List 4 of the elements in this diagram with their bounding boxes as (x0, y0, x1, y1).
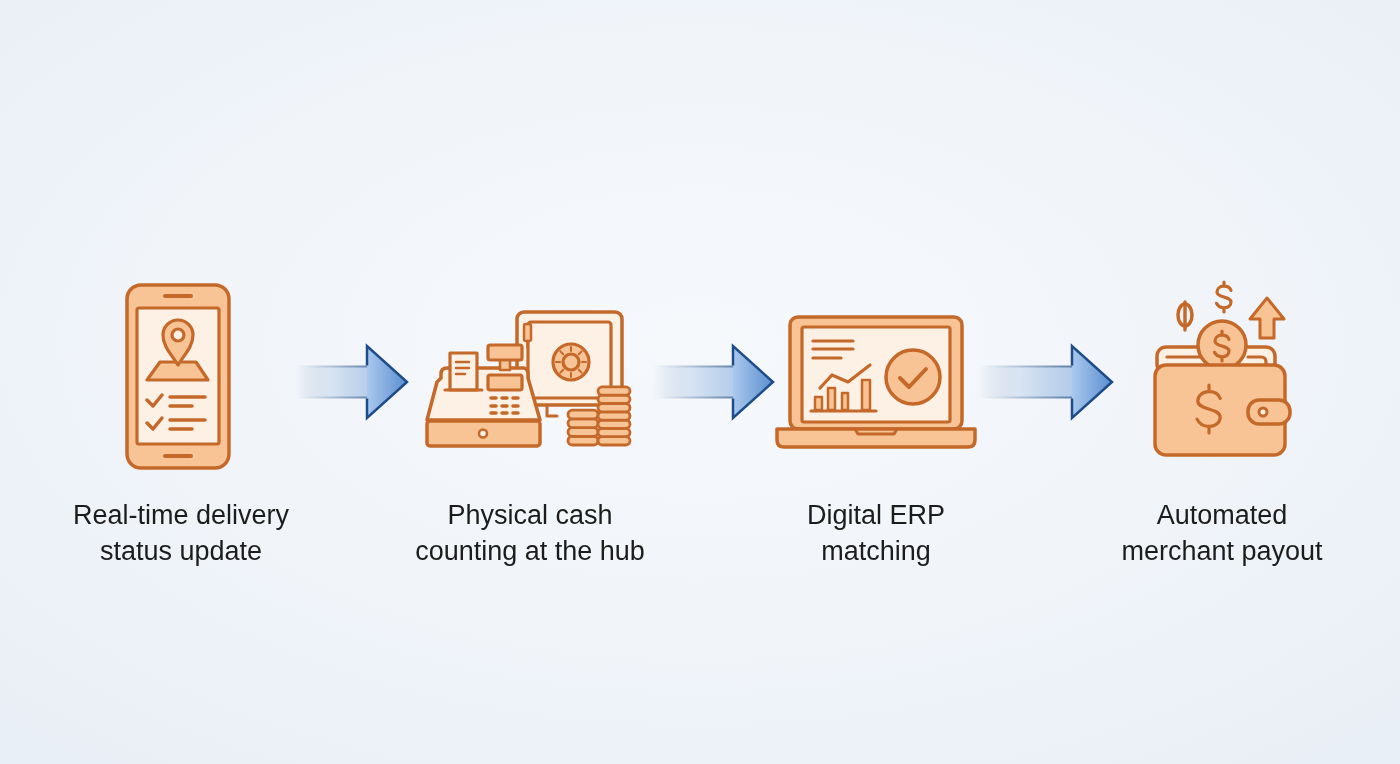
step-label: Digital ERP matching (806, 500, 945, 566)
step-label: Automated merchant payout (1121, 500, 1323, 566)
step-label: Physical cash counting at the hub (415, 500, 645, 566)
step-label: Real-time delivery status update (72, 500, 290, 566)
